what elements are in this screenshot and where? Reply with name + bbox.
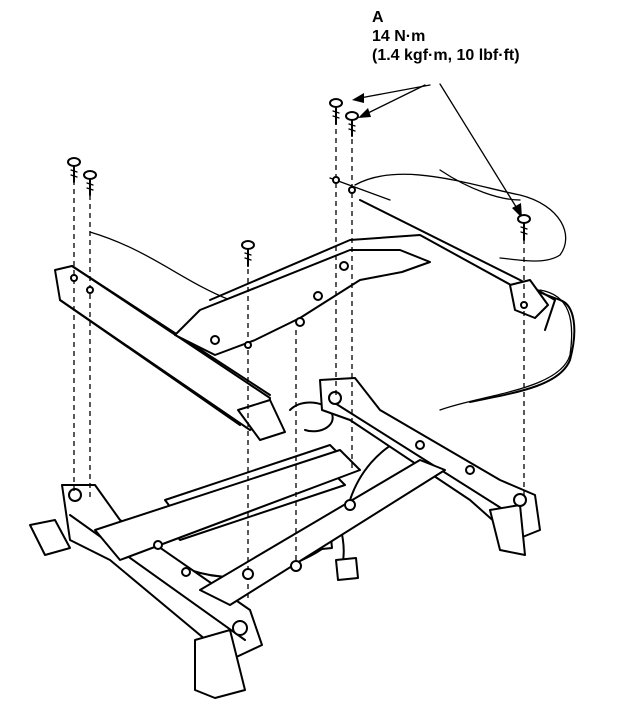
bolt-left-rear — [83, 170, 97, 196]
bolt-right-rear — [345, 111, 359, 137]
bolt-alignment-lines — [73, 120, 525, 600]
callout-letter: A — [372, 9, 384, 26]
bolt-center — [241, 240, 255, 267]
bolt-left-front — [67, 157, 81, 183]
upper-frame-right — [359, 199, 576, 403]
callout-torque-alt: (1.4 kgf·m, 10 lbf·ft) — [372, 47, 520, 64]
bolt-right-front — [329, 98, 343, 125]
callout-leaders — [352, 83, 522, 218]
torque-callout: A 14 N·m (1.4 kgf·m, 10 lbf·ft) — [372, 8, 520, 65]
seat-base-frame — [29, 377, 541, 699]
upper-frame-left — [54, 265, 286, 441]
upper-frame-cross — [174, 234, 521, 356]
bolt-far-right — [517, 214, 531, 241]
mount-holes — [70, 176, 528, 580]
callout-torque-nm: 14 N·m — [372, 28, 426, 45]
